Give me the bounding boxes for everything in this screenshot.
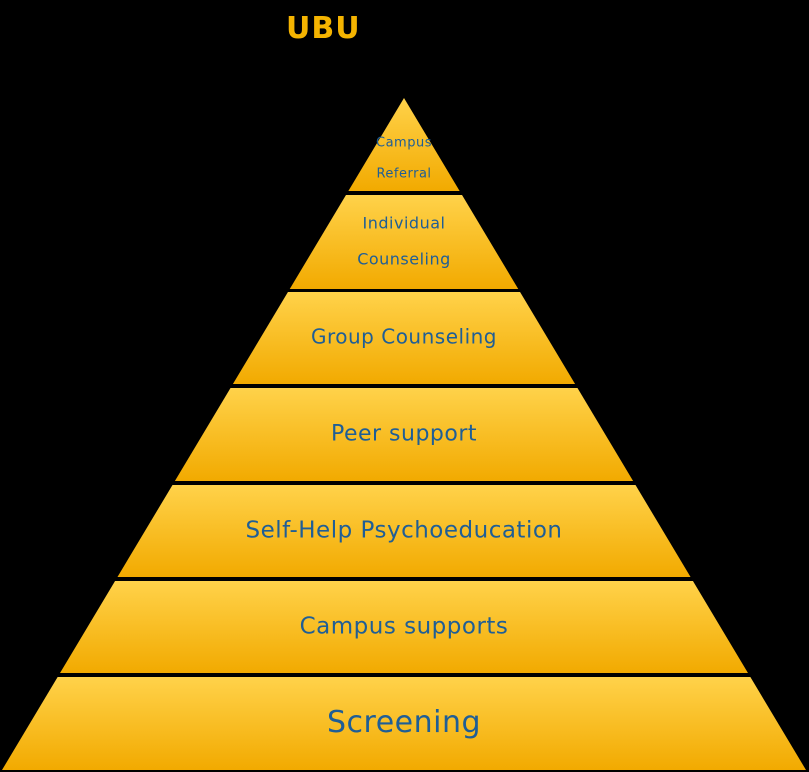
pyramid-tier-label: Campus supports: [300, 614, 509, 640]
pyramid-tier-label: Campus: [376, 136, 432, 151]
pyramid-tier-4: Peer support: [174, 388, 634, 481]
pyramid-tier-shape: [2, 677, 806, 770]
pyramid-tier-shape: [348, 98, 460, 191]
pyramid-tier-6: Campus supports: [60, 581, 748, 673]
pyramid-tier-7: Screening: [2, 677, 806, 770]
pyramid-tier-label: Group Counseling: [311, 325, 497, 349]
pyramid-tier-label: Counseling: [357, 250, 451, 269]
pyramid-tier-3: Group Counseling: [232, 292, 576, 384]
pyramid-tier-shape: [60, 581, 748, 673]
pyramid-tier-label: Screening: [327, 705, 481, 740]
pyramid-tier-shape: [117, 485, 691, 577]
diagram-title: UBU: [286, 11, 361, 46]
pyramid-tier-shape: [289, 195, 519, 289]
pyramid-tier-label: Individual: [363, 214, 446, 233]
pyramid-tier-label: Referral: [376, 167, 431, 182]
pyramid-tier-label: Self-Help Psychoeducation: [245, 518, 562, 544]
pyramid-tier-shape: [232, 292, 576, 384]
pyramid-tier-label: Peer support: [331, 422, 477, 447]
pyramid-tier-5: Self-Help Psychoeducation: [117, 485, 691, 577]
pyramid-tiers: CampusReferralIndividualCounselingGroup …: [2, 98, 806, 770]
pyramid-tier-shape: [174, 388, 634, 481]
